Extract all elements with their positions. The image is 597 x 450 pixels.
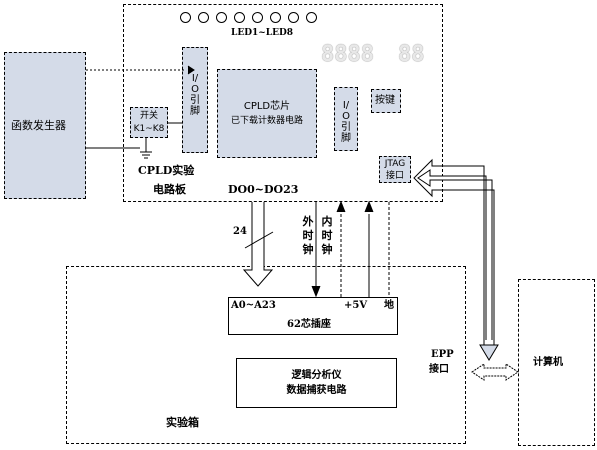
analyzer-line1: 逻辑分析仪	[291, 370, 342, 381]
epp-line1: EPP	[431, 349, 454, 360]
ext-clock-arrow	[311, 285, 321, 298]
bus-width-label: 24	[233, 226, 247, 237]
analyzer-line2: 数据捕获电路	[286, 385, 347, 396]
socket-plus5v-label: +5V	[344, 300, 368, 311]
function-generator-label: 函数发生器	[11, 119, 66, 132]
epp-arrow	[471, 363, 519, 381]
logic-analyzer-box: 逻辑分析仪 数据捕获电路	[236, 358, 397, 408]
keys-label: 按键	[375, 95, 395, 106]
cpld-board-line1: CPLD实验	[138, 164, 195, 177]
led-title: LED1~LED8	[231, 28, 294, 38]
cpld-board-line2: 电路板	[153, 183, 186, 196]
epp-line2: 接口	[429, 364, 449, 375]
led-indicator	[216, 12, 227, 23]
led-indicator	[306, 12, 317, 23]
cable-bottom-arrow	[479, 344, 499, 361]
socket-62-pin: A0~A23 +5V 地 62芯插座	[228, 297, 398, 335]
function-generator-box: 函数发生器	[4, 52, 86, 199]
bus-arrow	[242, 202, 274, 287]
socket-addr-label: A0~A23	[231, 300, 276, 311]
jtag-line2: 接口	[385, 171, 404, 181]
socket-name-label: 62芯插座	[287, 319, 331, 330]
io-pin-left-label: I/O引脚	[190, 73, 200, 117]
do-bus-label: DO0~DO23	[228, 183, 299, 196]
led-indicator	[198, 12, 209, 23]
switch-line1: 开关	[139, 111, 158, 121]
switch-line2: K1~K8	[133, 124, 165, 134]
io-pin-right-label: I/O引脚	[341, 100, 351, 144]
switch-box: 开关 K1~K8	[130, 107, 168, 138]
socket-gnd-label: 地	[384, 300, 394, 311]
seven-segment-display: 8888	[321, 42, 374, 67]
led-indicator	[180, 12, 191, 23]
jtag-cable-outline	[413, 158, 495, 348]
plus5v-arrow	[364, 200, 374, 213]
led-indicator	[252, 12, 263, 23]
cpld-chip-line2: 已下载计数器电路	[230, 116, 303, 126]
cpld-board	[123, 4, 443, 202]
led-indicator	[234, 12, 245, 23]
jtag-box: JTAG 接口	[379, 156, 411, 183]
ext-clock-label: 外时钟	[302, 215, 314, 256]
experiment-box	[66, 266, 466, 444]
bus-slash	[244, 231, 274, 249]
seven-segment-display-extra: 88	[398, 42, 425, 67]
cpld-chip: CPLD芯片 已下载计数器电路	[217, 69, 317, 158]
experiment-box-label: 实验箱	[166, 416, 199, 429]
int-clock-arrow	[336, 200, 346, 213]
signal-arrow-head	[187, 65, 195, 75]
computer-box: 计算机	[518, 279, 595, 446]
cpld-chip-line1: CPLD芯片	[243, 101, 291, 112]
io-pin-right: I/O引脚	[334, 87, 358, 151]
io-pin-left: I/O引脚	[182, 47, 208, 153]
computer-label: 计算机	[533, 357, 563, 368]
led-indicator	[288, 12, 299, 23]
keys-box: 按键	[371, 89, 401, 113]
jtag-line1: JTAG	[384, 159, 406, 169]
jtag-cable	[417, 169, 493, 340]
int-clock-label: 内时钟	[321, 215, 333, 256]
led-indicator	[270, 12, 281, 23]
